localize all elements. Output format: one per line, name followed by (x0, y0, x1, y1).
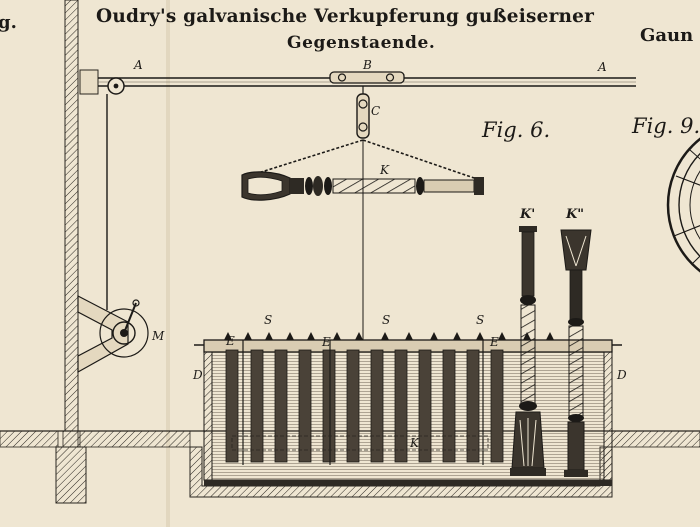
standing-column-K1 (510, 226, 546, 476)
label-K: K (380, 163, 389, 177)
label-A-left: A (134, 58, 143, 72)
pulley-block-C (356, 86, 370, 139)
label-E-right: E (490, 335, 499, 349)
coupling-B (329, 71, 405, 84)
standing-column-K2 (560, 229, 592, 477)
plate-title-line1: Oudry's galvanische Verkupferung gußeise… (96, 6, 595, 27)
label-D-right: D (617, 368, 627, 382)
wall-column (55, 0, 87, 504)
drive-wheel-M (77, 295, 149, 374)
cut-off-left-title: g. (0, 12, 17, 33)
submerged-piece (231, 435, 489, 451)
cut-off-right-title: Gaun (640, 25, 694, 46)
label-S-3: S (476, 313, 485, 327)
label-D-left: D (193, 368, 203, 382)
label-C: C (371, 104, 381, 118)
suspension-chains (254, 139, 481, 345)
label-E-mid: E (322, 335, 331, 349)
fig9-wheel-fragment (666, 137, 700, 273)
label-A-right: A (598, 60, 607, 74)
connector-rods-E (242, 340, 484, 465)
figure-9-caption: Fig. 9. (632, 114, 700, 138)
label-S-2: S (382, 313, 391, 327)
plate-title-line2: Gegenstaende. (287, 33, 436, 53)
label-K-double-prime: K" (566, 207, 585, 222)
label-K-tank: K (410, 436, 419, 450)
label-M: M (152, 329, 165, 343)
label-K-prime: K' (520, 207, 536, 222)
suspended-column-K (241, 171, 484, 201)
copper-plates (225, 349, 504, 463)
label-S-1: S (264, 313, 273, 327)
label-E-left: E (226, 334, 235, 348)
ground (0, 430, 700, 448)
binding-screws-S (224, 332, 554, 340)
label-B: B (363, 58, 372, 72)
figure-6-caption: Fig. 6. (482, 118, 551, 142)
